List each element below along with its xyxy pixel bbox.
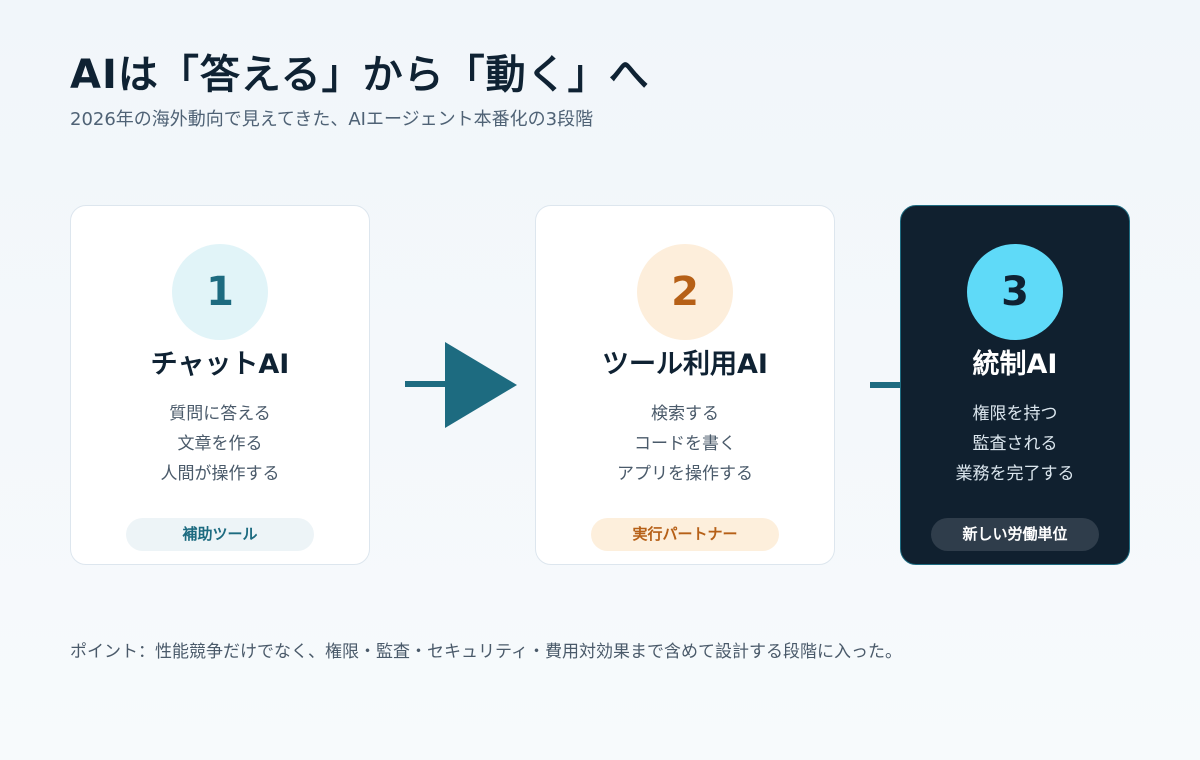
arrow-connector-line [870, 382, 900, 388]
stage-item: 権限を持つ [972, 404, 1058, 424]
stage-number-badge: 3 [967, 244, 1063, 340]
stage-card-chat-ai: 1 チャットAI 質問に答える 文章を作る 人間が操作する 補助ツール [70, 205, 370, 565]
arrow-right-icon [405, 342, 517, 428]
stage-number-badge: 2 [637, 244, 733, 340]
stage-item-list: 権限を持つ 監査される 業務を完了する [901, 399, 1129, 489]
stage-item-list: 検索する コードを書く アプリを操作する [536, 399, 834, 489]
key-point-note: ポイント：性能競争だけでなく、権限・監査・セキュリティ・費用対効果まで含めて設計… [70, 642, 902, 662]
stage-tag: 新しい労働単位 [931, 518, 1099, 551]
stage-item-list: 質問に答える 文章を作る 人間が操作する [71, 399, 369, 489]
stage-item: 検索する [651, 404, 719, 424]
stage-item: 業務を完了する [955, 464, 1075, 484]
stage-item: 人間が操作する [160, 464, 280, 484]
stage-title: チャットAI [150, 349, 290, 380]
stage-card-governed-ai: 3 統制AI 権限を持つ 監査される 業務を完了する 新しい労働単位 [900, 205, 1130, 565]
stage-item: アプリを操作する [617, 464, 753, 484]
stage-item: 質問に答える [169, 404, 271, 424]
page-title: AIは「答える」から「動く」へ [70, 52, 650, 98]
stage-item: 監査される [972, 434, 1058, 454]
stage-card-tool-ai: 2 ツール利用AI 検索する コードを書く アプリを操作する 実行パートナー [535, 205, 835, 565]
stage-title: ツール利用AI [602, 349, 768, 380]
page-subtitle: 2026年の海外動向で見えてきた、AIエージェント本番化の3段階 [70, 109, 594, 130]
stage-number-badge: 1 [172, 244, 268, 340]
stage-item: コードを書く [634, 434, 736, 454]
stage-title: 統制AI [972, 349, 1058, 380]
stage-item: 文章を作る [177, 434, 263, 454]
stage-tag: 補助ツール [126, 518, 314, 551]
stage-tag: 実行パートナー [591, 518, 779, 551]
